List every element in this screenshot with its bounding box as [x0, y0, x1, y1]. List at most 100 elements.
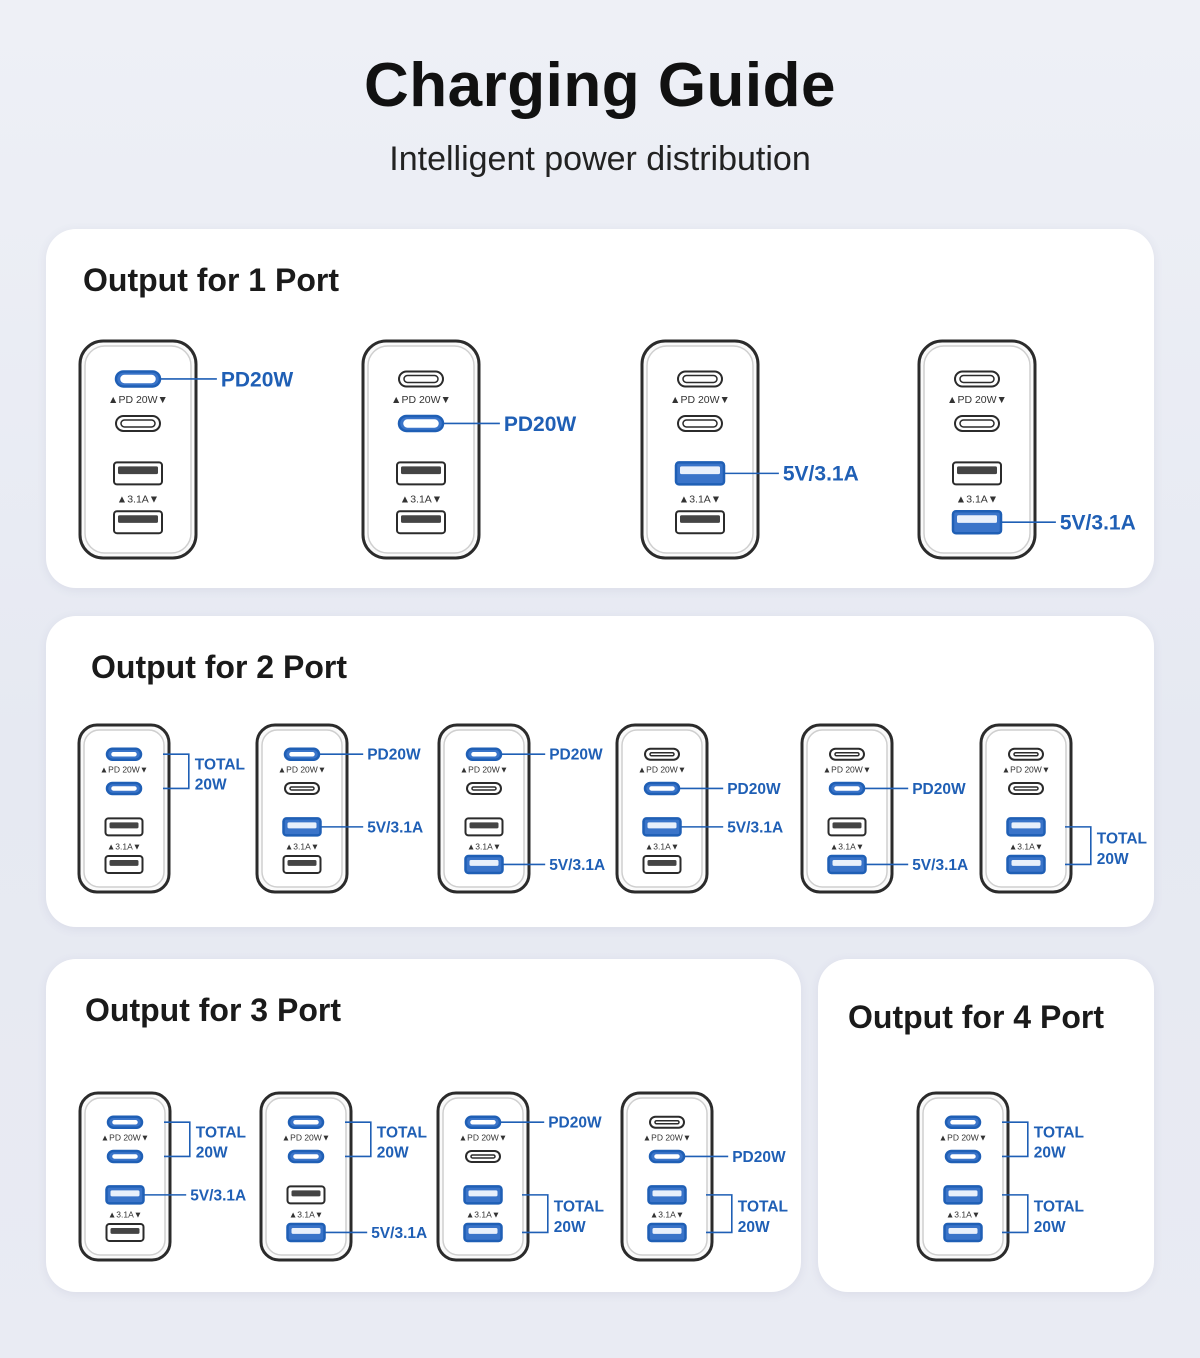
total-label-line: 20W: [554, 1219, 586, 1236]
usb-label: ▲3.1A▼: [1009, 842, 1043, 852]
usb-a-port-tongue: [109, 859, 139, 866]
pd-label: ▲PD 20W▼: [1002, 764, 1050, 774]
usb-output-label: 5V/3.1A: [1060, 512, 1136, 535]
charger: ▲PD 20W▼▲3.1A▼PD20W: [78, 339, 294, 560]
usb-c-port-inner: [959, 374, 995, 384]
total-label-line: 20W: [377, 1144, 409, 1161]
usb-c-port-inner: [682, 419, 718, 428]
pd20w-label: PD20W: [727, 781, 781, 798]
usb-a-port-tongue: [957, 515, 997, 523]
total-bracket: [706, 1194, 733, 1234]
pd-label: ▲PD 20W▼: [278, 764, 326, 774]
usb-a-port-tongue: [1011, 822, 1041, 829]
usb-a-port-tongue: [110, 1227, 140, 1234]
total-bracket: [345, 1121, 372, 1158]
total-bracket: [164, 1121, 191, 1158]
pd-label: ▲PD 20W▼: [939, 1132, 987, 1142]
charger-bezel: [443, 729, 525, 888]
usb-c-port-inner: [403, 374, 439, 384]
usb-c-port-inner: [649, 751, 675, 757]
total-label-line: 20W: [738, 1219, 770, 1236]
usb-c-port-inner: [1013, 786, 1039, 791]
charger-bezel: [265, 1097, 347, 1256]
usb-c-port-inner: [289, 751, 315, 757]
usb-a-port-tongue: [469, 859, 499, 866]
usb-a-port-tongue: [957, 466, 997, 475]
usb-a-port-tongue: [680, 466, 720, 475]
charger-bezel: [621, 729, 703, 888]
charger-bezel: [83, 729, 165, 888]
pd-label: ▲PD 20W▼: [947, 394, 1007, 406]
usb-a-port-tongue: [1011, 859, 1041, 866]
usb-a-port-tongue: [118, 515, 158, 523]
total-label-line: TOTAL: [738, 1199, 788, 1216]
panel-title: Output for 2 Port: [91, 649, 347, 685]
usb-c-port-inner: [959, 419, 995, 428]
usb-a-port-tongue: [110, 1190, 140, 1197]
charger-bezel: [922, 1097, 1004, 1256]
charger-bezel: [626, 1097, 708, 1256]
usb-c-port-inner: [471, 751, 497, 757]
total-label-line: 20W: [196, 1144, 228, 1161]
usb-c-port-inner: [682, 374, 718, 384]
pd-label: ▲PD 20W▼: [670, 394, 730, 406]
panel-title: Output for 3 Port: [85, 992, 341, 1028]
usb-a-port-tongue: [948, 1227, 978, 1234]
usb-label: ▲3.1A▼: [679, 493, 721, 505]
charger-bezel: [261, 729, 343, 888]
usb-output-label: 5V/3.1A: [549, 857, 605, 874]
usb-label: ▲3.1A▼: [289, 1210, 323, 1220]
charger-bezel: [84, 345, 192, 554]
usb-output-label: 5V/3.1A: [190, 1187, 246, 1204]
usb-c-port-inner: [950, 1119, 976, 1125]
usb-label: ▲3.1A▼: [830, 842, 864, 852]
total-label-line: 20W: [1034, 1219, 1066, 1236]
usb-a-port-tongue: [468, 1190, 498, 1197]
charger: ▲PD 20W▼ ▲3.1A▼ 5V/3.1A: [917, 339, 1136, 560]
usb-c-port-inner: [471, 786, 497, 791]
usb-c-port-inner: [1013, 751, 1039, 757]
usb-a-port-tongue: [118, 466, 158, 475]
usb-c-port-inner: [403, 419, 439, 428]
panel-2-port: Output for 2 Port: [46, 616, 1154, 927]
pd20w-label: PD20W: [549, 747, 603, 764]
usb-label: ▲3.1A▼: [400, 493, 442, 505]
charger-bezel: [806, 729, 888, 888]
pd20w-label: PD20W: [221, 368, 294, 391]
usb-c-port-inner: [293, 1119, 319, 1125]
charger-bezel: [367, 345, 475, 554]
usb-output-label: 5V/3.1A: [371, 1225, 427, 1242]
charger-bezel: [985, 729, 1067, 888]
usb-label: ▲3.1A▼: [108, 1210, 142, 1220]
pd-label: ▲PD 20W▼: [459, 1132, 507, 1142]
pd20w-label: PD20W: [504, 413, 577, 436]
pd-label: ▲PD 20W▼: [638, 764, 686, 774]
pd20w-label: PD20W: [367, 747, 421, 764]
usb-a-port-tongue: [647, 822, 677, 829]
usb-a-port-tongue: [401, 466, 441, 475]
usb-label: ▲3.1A▼: [466, 1210, 500, 1220]
usb-a-port-tongue: [468, 1227, 498, 1234]
usb-c-port-inner: [111, 751, 137, 757]
usb-c-port-inner: [470, 1119, 496, 1125]
usb-c-port-inner: [834, 751, 860, 757]
usb-label: ▲3.1A▼: [645, 842, 679, 852]
usb-c-port-inner: [120, 419, 156, 428]
usb-label: ▲3.1A▼: [956, 493, 998, 505]
total-label-line: TOTAL: [195, 756, 245, 773]
usb-output-label: 5V/3.1A: [367, 819, 423, 836]
usb-c-port-inner: [289, 786, 315, 791]
usb-c-port-inner: [120, 374, 156, 384]
usb-a-port-tongue: [652, 1227, 682, 1234]
usb-label: ▲3.1A▼: [946, 1210, 980, 1220]
usb-a-port-tongue: [401, 515, 441, 523]
charger-bezel: [646, 345, 754, 554]
page-subtitle: Intelligent power distribution: [389, 140, 811, 178]
